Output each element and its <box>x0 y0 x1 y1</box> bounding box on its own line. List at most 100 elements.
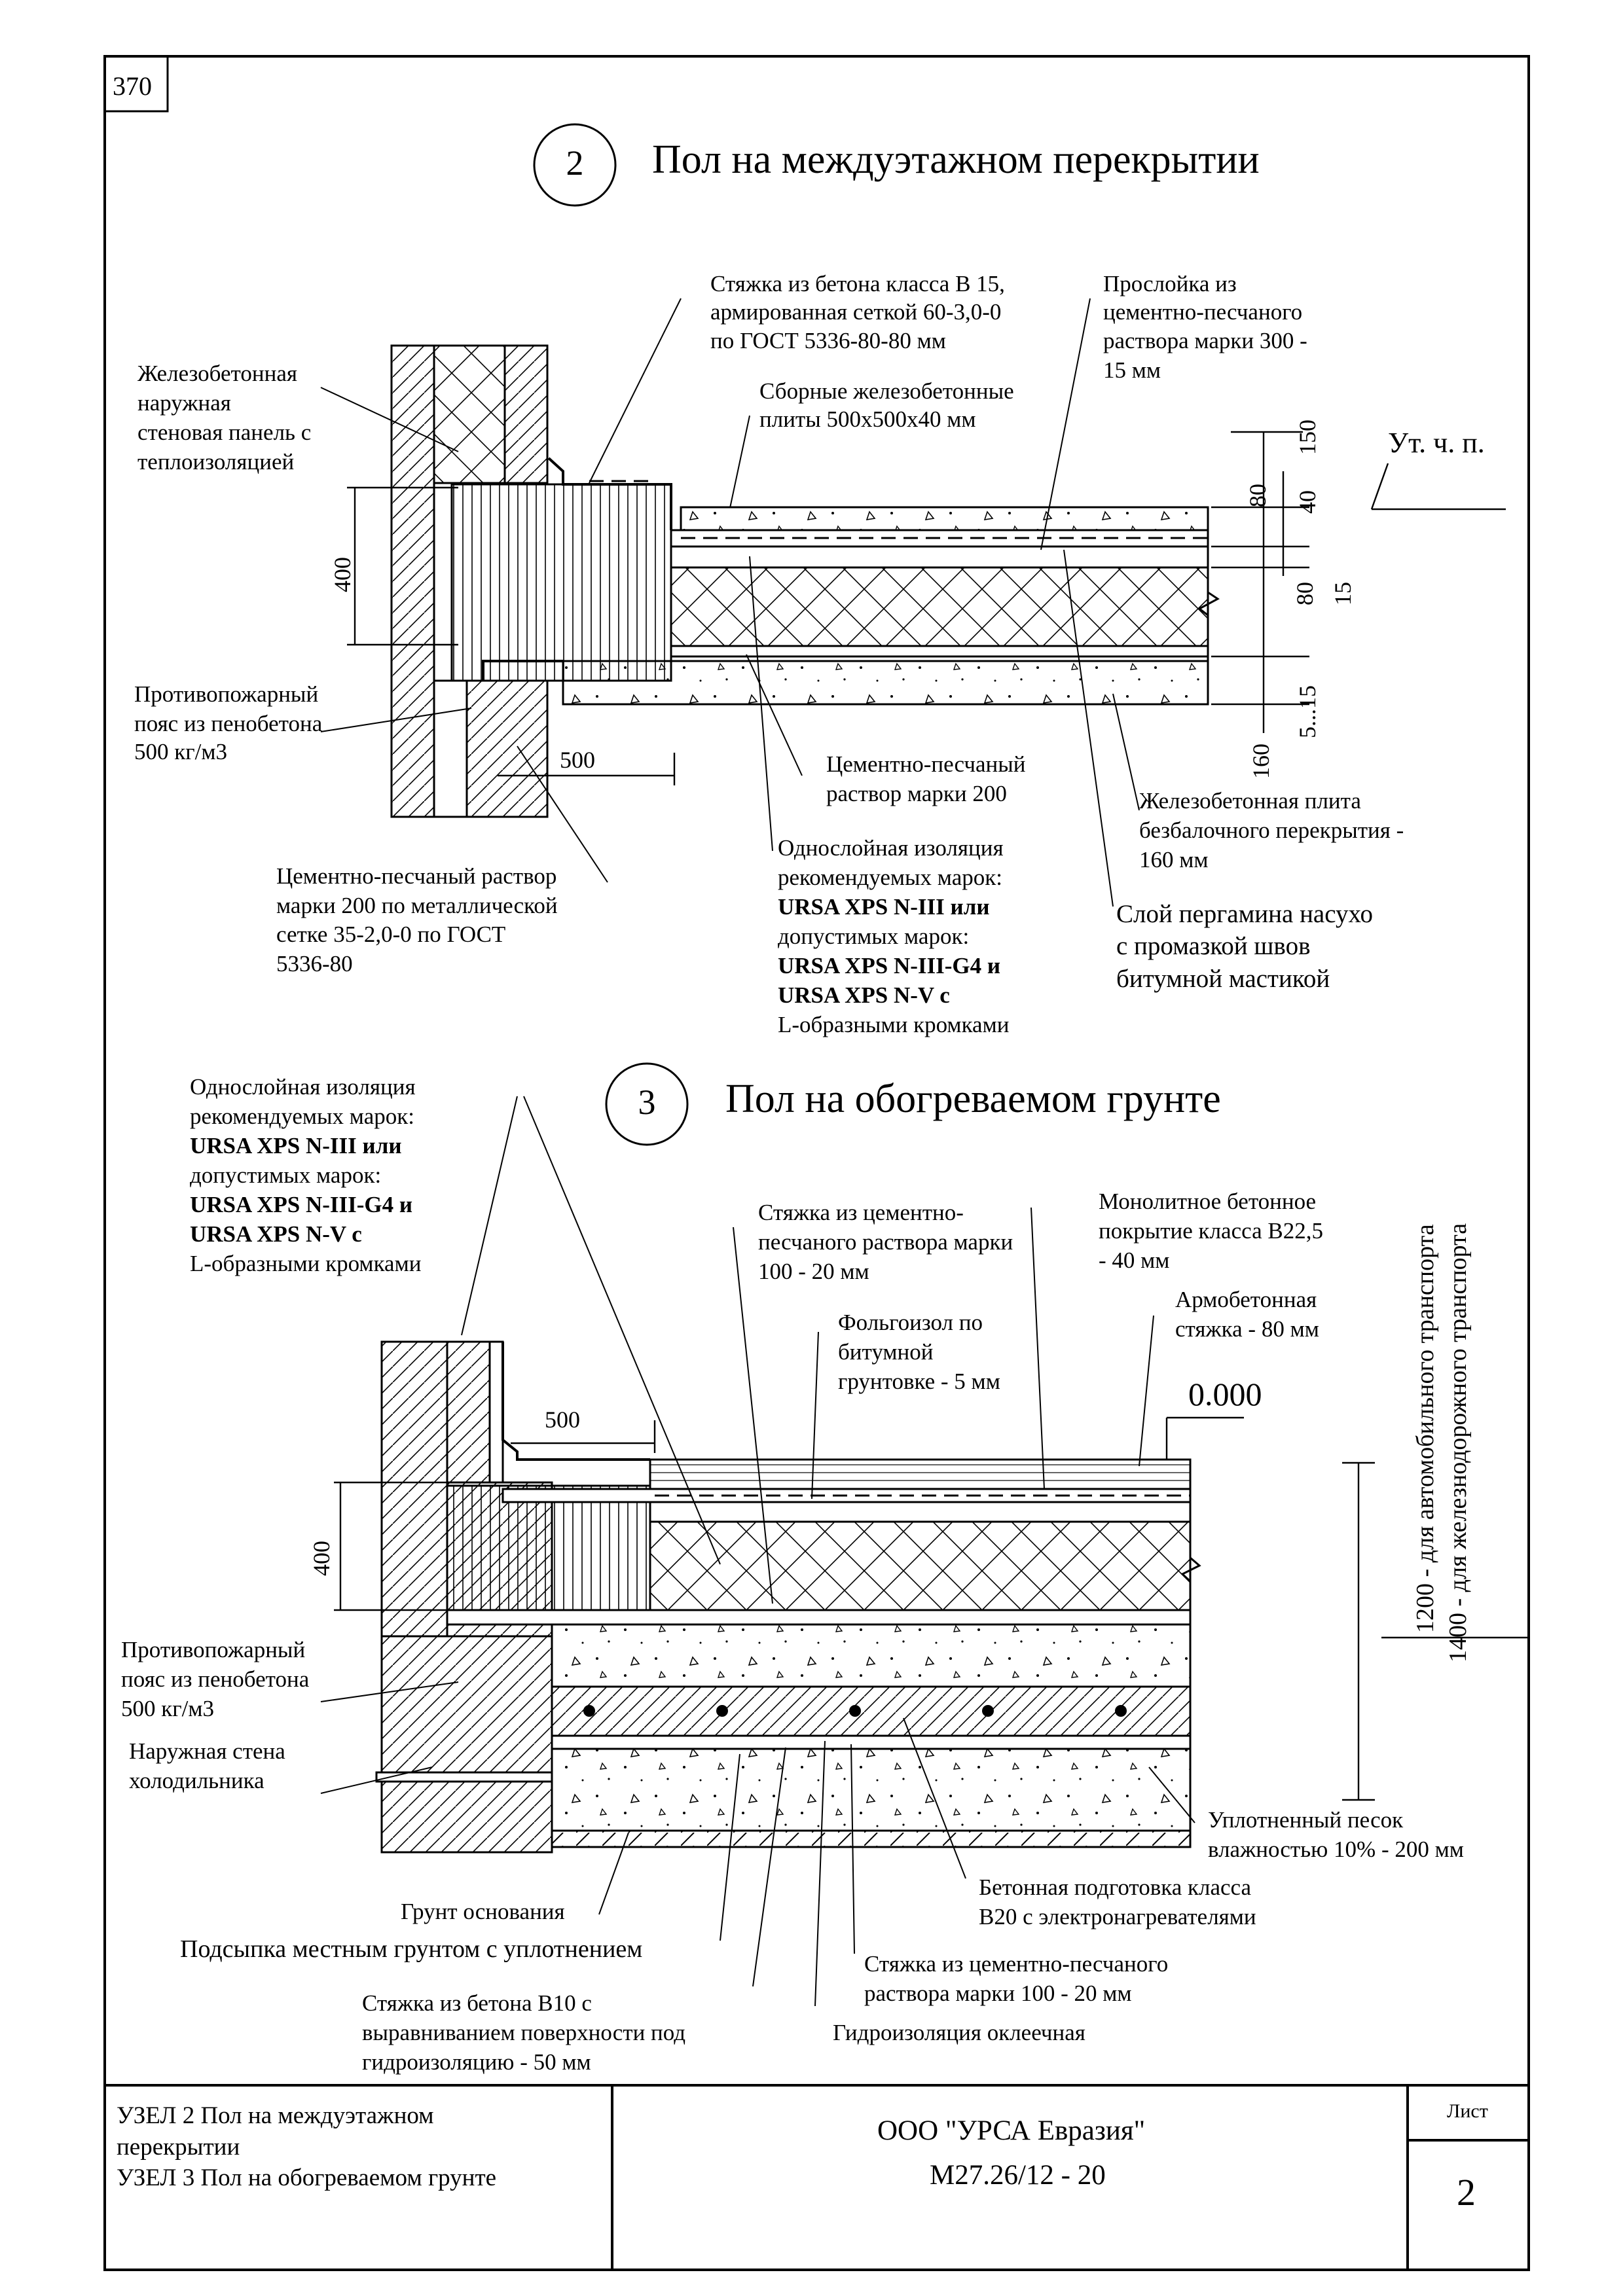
node2-dim-5-15: 5...15 <box>1294 685 1321 738</box>
node3-number-circle <box>605 1062 689 1146</box>
label-line: Фольгоизол по <box>838 1310 983 1335</box>
label-line: 5336-80 <box>276 951 353 977</box>
label-line: Стяжка из бетона В10 с <box>362 1990 592 2016</box>
label-line: Слой пергамина насухо <box>1116 900 1374 928</box>
label-line: URSA XPS N-V с <box>190 1221 362 1247</box>
titleblock-company: ООО "УРСА Евразия" <box>877 2115 1146 2146</box>
node3-label-backfill: Подсыпка местным грунтом с уплотнением <box>180 1935 643 1963</box>
label-line: стяжка - 80 мм <box>1175 1316 1319 1342</box>
label-line: покрытие класса В22,5 <box>1099 1218 1323 1244</box>
label-line: L-образными кромками <box>778 1012 1010 1037</box>
label-line: Стяжка из цементно- <box>758 1200 964 1225</box>
node3-dim-500: 500 <box>545 1407 580 1433</box>
label-line: по ГОСТ 5336-80-80 мм <box>710 328 946 353</box>
label-line: влажностью 10% - 200 мм <box>1208 1837 1464 1862</box>
node2-dim-40: 40 <box>1294 490 1321 514</box>
node2-number: 2 <box>566 143 584 183</box>
label-line: - 40 мм <box>1099 1247 1170 1273</box>
label-line: грунтовке - 5 мм <box>838 1369 1000 1394</box>
label-line: 160 мм <box>1139 847 1209 872</box>
label-line: с промазкой швов <box>1116 932 1311 960</box>
label-line: цементно-песчаного <box>1103 299 1303 325</box>
label-line: URSA XPS N-V с <box>778 982 950 1008</box>
node2-number-circle <box>533 123 617 207</box>
label-line: Монолитное бетонное <box>1099 1189 1317 1214</box>
node3-level: 0.000 <box>1188 1376 1262 1412</box>
label-line: 15 мм <box>1103 357 1161 383</box>
label-line: Уплотненный песок <box>1208 1807 1404 1833</box>
label-line: Однослойная изоляция <box>778 835 1004 861</box>
label-line: Противопожарный <box>121 1637 306 1662</box>
node2-dim-15: 15 <box>1330 582 1356 605</box>
sheet-number: 2 <box>1457 2171 1476 2214</box>
label-line: Прослойка из <box>1103 271 1237 296</box>
label-line: Армобетонная <box>1175 1287 1317 1312</box>
titleblock-code: М27.26/12 - 20 <box>930 2160 1106 2191</box>
label-line: допустимых марок: <box>190 1162 382 1188</box>
label-line: Противопожарный <box>134 681 319 707</box>
label-line: раствор марки 200 <box>826 781 1007 806</box>
heating-cables <box>583 1705 1127 1717</box>
label-line: допустимых марок: <box>778 924 970 949</box>
label-line: битумной <box>838 1339 934 1365</box>
node2-dim-80b: 80 <box>1292 582 1318 605</box>
label-line: В20 с электронагревателями <box>979 1904 1256 1929</box>
label-line: раствора марки 100 - 20 мм <box>864 1981 1132 2006</box>
node2-dim-160: 160 <box>1248 744 1274 779</box>
title-block-lines <box>105 2084 1529 2270</box>
label-line: Цементно-песчаный раствор <box>276 863 557 889</box>
node3-note-auto: 1200 - для автомобильного транспорта <box>1412 1224 1439 1633</box>
label-line: рекомендуемых марок: <box>190 1103 414 1129</box>
label-line: пояс из пенобетона <box>134 711 323 736</box>
label-line: сетке 35-2,0-0 по ГОСТ <box>276 922 506 947</box>
node3-note-rail: 1400 - для железнодорожного транспорта <box>1444 1223 1472 1662</box>
page-number-box <box>103 55 169 113</box>
label-line: битумной мастикой <box>1116 965 1330 993</box>
node2-graphics <box>320 123 1506 907</box>
label-line: Железобетонная <box>137 361 297 386</box>
label-line: гидроизоляцию - 50 мм <box>362 2049 591 2075</box>
label-line: URSA XPS N-III или <box>778 894 990 920</box>
node2-dim-400: 400 <box>329 557 356 592</box>
node3-number: 3 <box>638 1083 656 1122</box>
label-line: пояс из пенобетона <box>121 1666 310 1692</box>
label-line: Железобетонная плита <box>1139 788 1361 814</box>
node3-label-waterproof: Гидроизоляция оклеечная <box>833 2020 1085 2045</box>
label-line: безбалочного перекрытия - <box>1139 817 1404 843</box>
titleblock-left-line3: УЗЕЛ 3 Пол на обогреваемом грунте <box>117 2164 497 2191</box>
label-line: Бетонная подготовка класса <box>979 1874 1252 1900</box>
page-number: 370 <box>113 71 152 101</box>
titleblock-left-line2: перекрытии <box>117 2134 240 2161</box>
node3-title: Пол на обогреваемом грунте <box>725 1077 1221 1121</box>
label-line: Стяжка из бетона класса В 15, <box>710 271 1005 296</box>
node2-dim-500: 500 <box>560 747 595 773</box>
label-line: 100 - 20 мм <box>758 1259 869 1284</box>
node2-level-label: Ут. ч. п. <box>1388 427 1485 459</box>
label-line: Однослойная изоляция <box>190 1074 416 1100</box>
label-line: рекомендуемых марок: <box>778 865 1002 890</box>
label-line: наружная <box>137 390 231 416</box>
label-line: песчаного раствора марки <box>758 1229 1013 1255</box>
node2-dim-150: 150 <box>1294 420 1321 455</box>
label-line: плиты 500х500х40 мм <box>759 406 976 432</box>
label-line: Наружная стена <box>129 1738 285 1764</box>
label-line: холодильника <box>129 1768 264 1793</box>
node3-dim-400: 400 <box>308 1541 335 1576</box>
label-line: теплоизоляцией <box>137 449 295 475</box>
label-line: 500 кг/м3 <box>121 1696 214 1721</box>
titleblock-left-line1: УЗЕЛ 2 Пол на междуэтажном <box>117 2102 434 2129</box>
node3-graphics <box>320 1062 1529 2007</box>
label-line: URSA XPS N-III или <box>190 1133 402 1158</box>
label-line: стеновая панель с <box>137 420 312 445</box>
label-line: 500 кг/м3 <box>134 739 227 764</box>
label-line: Сборные железобетонные <box>759 378 1014 404</box>
label-line: армированная сеткой 60-3,0-0 <box>710 299 1002 325</box>
label-line: URSA XPS N-III-G4 и <box>190 1192 413 1217</box>
label-line: марки 200 по металлической <box>276 893 558 918</box>
label-line: URSA XPS N-III-G4 и <box>778 953 1001 978</box>
label-line: Стяжка из цементно-песчаного <box>864 1951 1169 1977</box>
label-line: раствора марки 300 - <box>1103 328 1307 353</box>
label-line: выравниванием поверхности под <box>362 2020 686 2045</box>
label-line: Цементно-песчаный <box>826 751 1026 777</box>
